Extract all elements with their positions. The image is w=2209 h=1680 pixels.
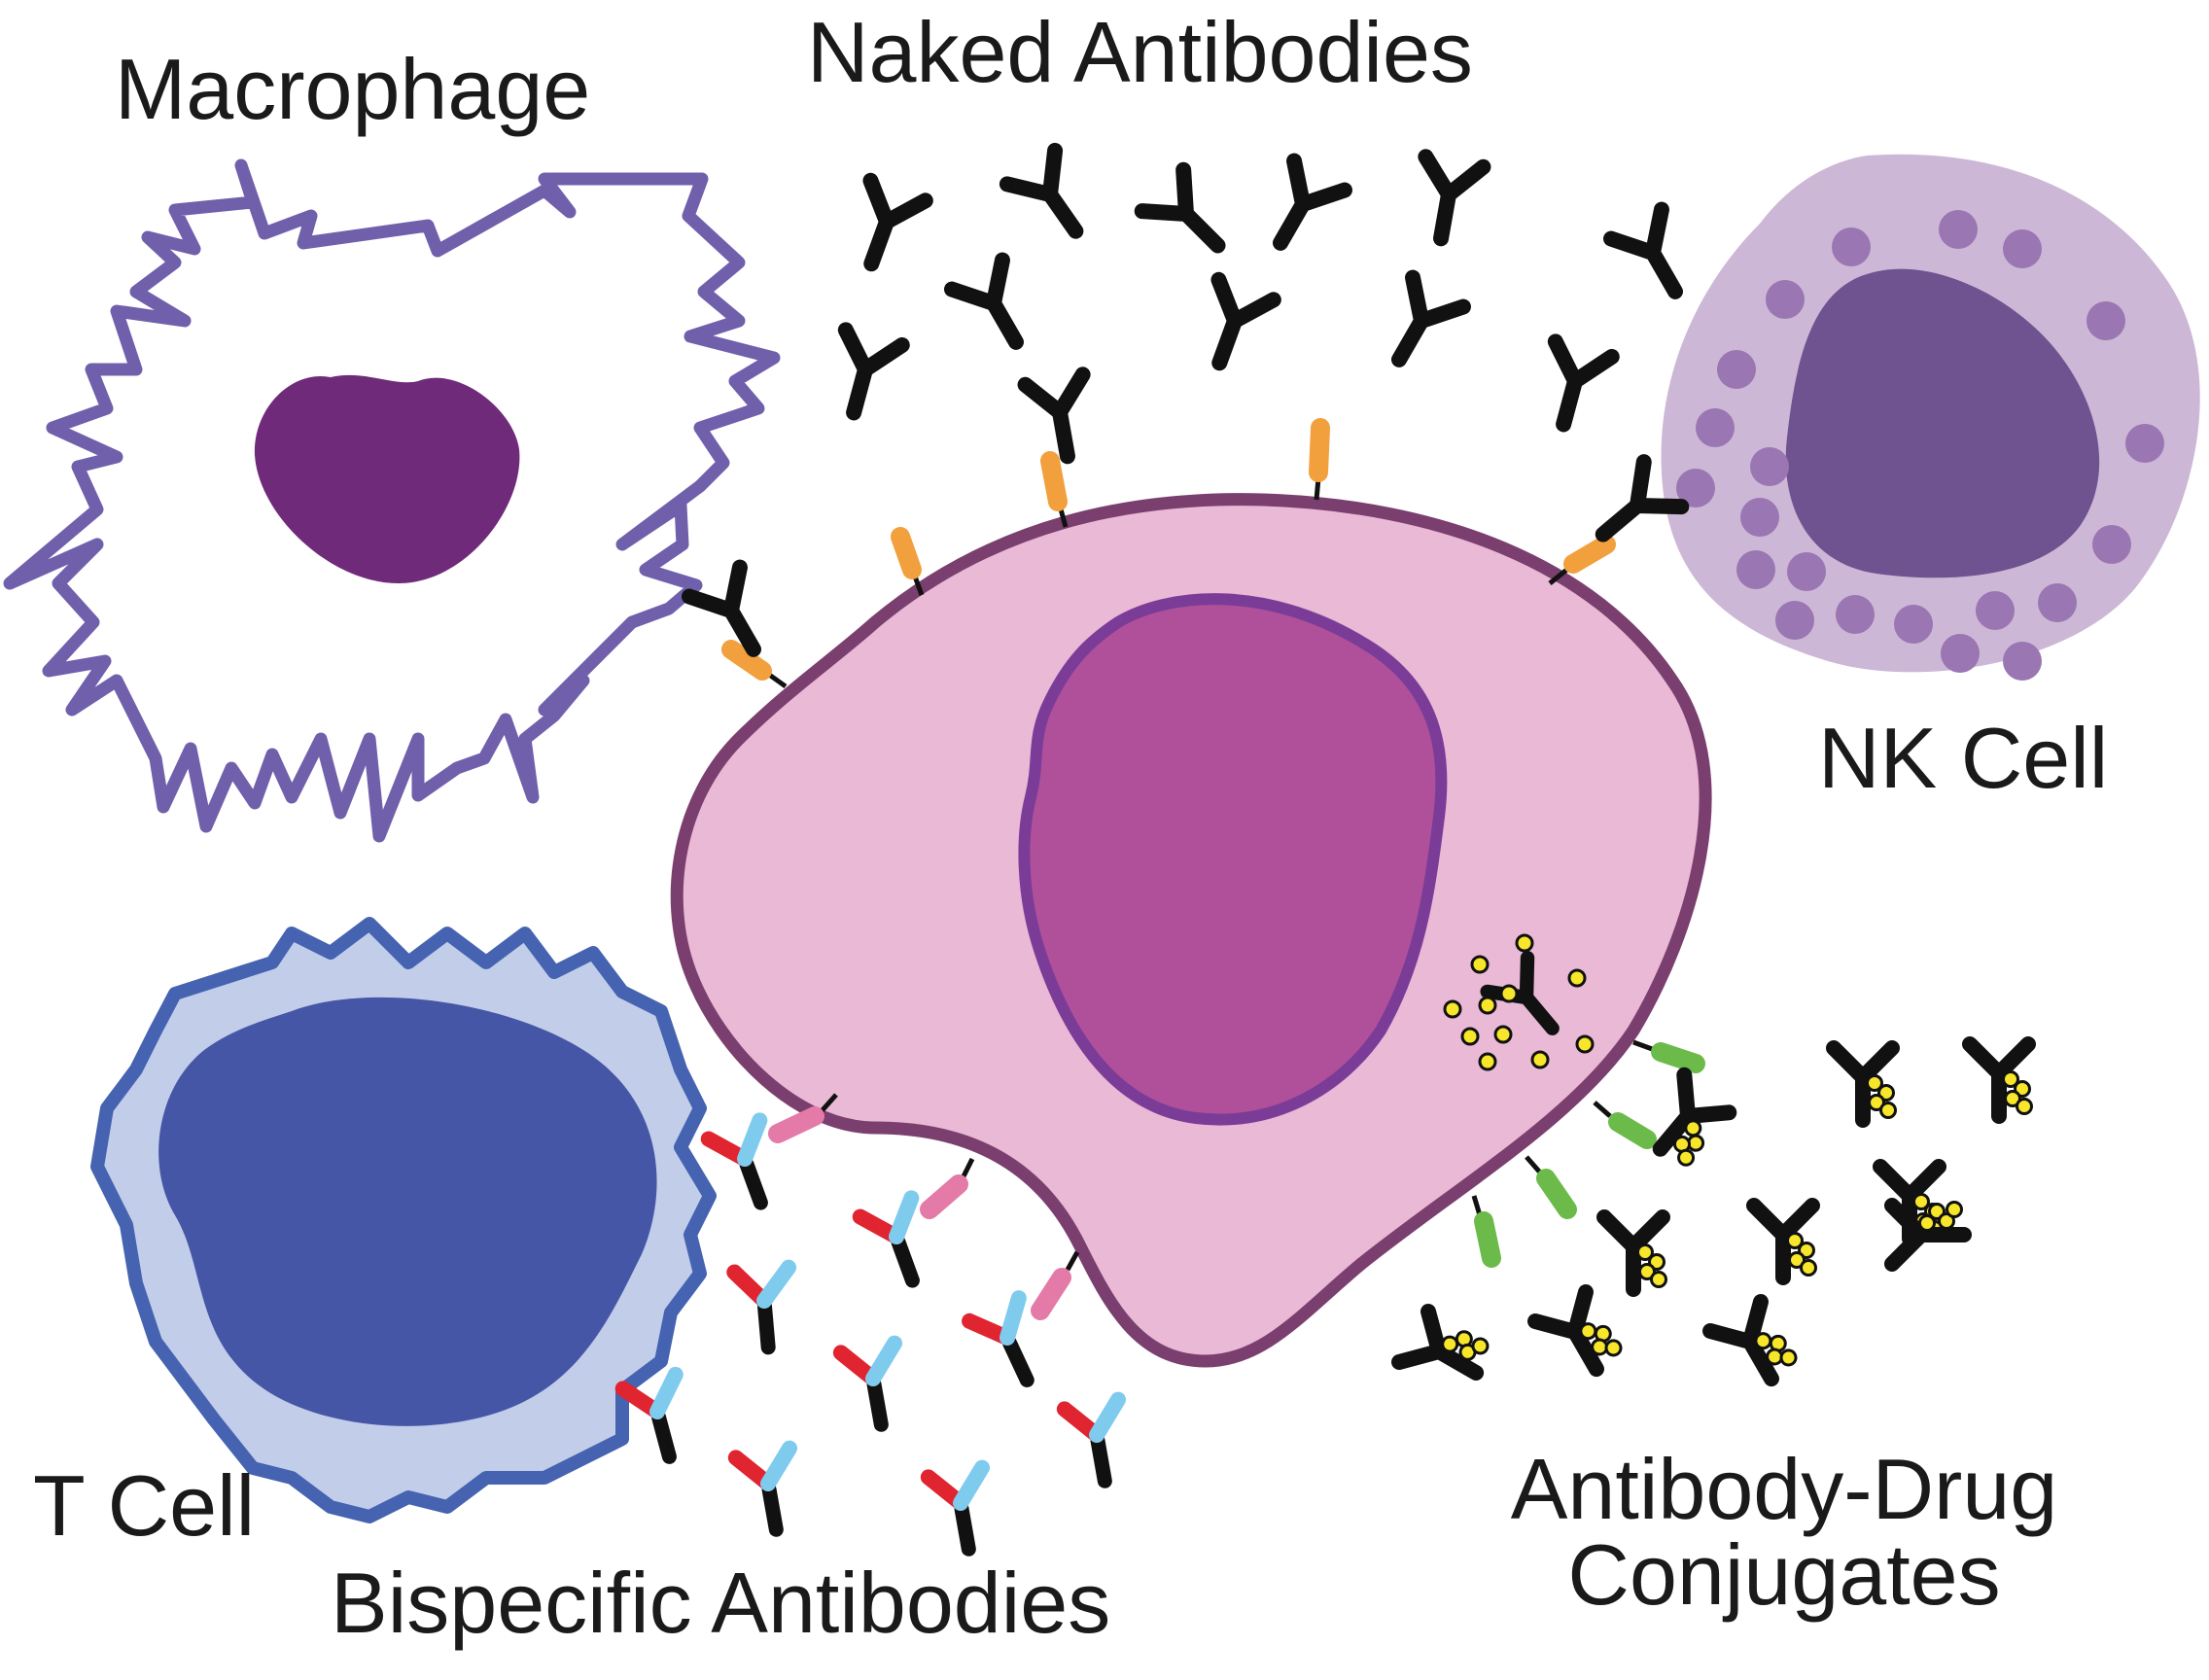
t-cell [90,917,717,1523]
bispecific-antibody-free [736,1449,803,1535]
adc-free [1604,1217,1666,1289]
free-naked-antibodies [825,151,1701,432]
bispecific-antibody-free [623,1375,696,1464]
antigen-green [1632,1039,1705,1073]
nk-granules [1676,210,2164,681]
free-bispecific-antibodies [623,1268,1132,1554]
antibody-free [1412,157,1483,243]
antigen-green [1471,1195,1501,1268]
antibody-free [1374,278,1463,374]
antibody-bound [1026,374,1097,461]
adc-free [1754,1206,1816,1278]
antibody-free [1142,170,1239,266]
macrophage-cell [3,158,781,843]
pink-antigens [768,1093,1080,1320]
antigen-orange [1548,535,1616,585]
tumor-nucleus [1018,593,1448,1126]
adc-free [1710,1300,1800,1393]
bispecific-antibody-free [929,1468,996,1555]
antigen-orange [1309,418,1330,501]
antigen-green [1593,1101,1657,1149]
adc-free [1399,1309,1492,1398]
nk-nucleus [1785,268,2100,578]
antibody-free [1255,161,1345,258]
adc-free [1970,1044,2032,1116]
adc-free [1834,1048,1896,1120]
naked-antibodies-label: Naked Antibodies [807,4,1473,100]
adc-label: Antibody-Drug Conjugates [1463,1447,2105,1618]
antibody-free [1007,151,1100,248]
antibody-free [952,261,1041,357]
antigen-orange [721,640,788,689]
nk-cell [1661,154,2200,681]
antibody-free [1535,341,1612,432]
tumor-cell [670,493,1712,1368]
adc-label-line1: Antibody-Drug [1510,1441,2058,1537]
macrophage-label: Macrophage [115,41,591,137]
antigen-green [1525,1155,1577,1219]
orange-antigens [721,418,1616,689]
t-cell-label: T Cell [33,1457,256,1554]
adc-label-line2: Conjugates [1567,1526,2001,1623]
bispecific-antibody-free [734,1268,795,1350]
adc-free [1535,1290,1625,1383]
antibody-free [825,330,902,420]
nk-cell-label: NK Cell [1818,710,2109,806]
bispecific-antibody-free [841,1344,908,1430]
green-antigens [1471,1039,1705,1268]
antibody-free [844,181,926,274]
internalized-adc [1443,933,1595,1071]
bispecific-antibodies-label: Bispecific Antibodies [331,1555,1111,1651]
adc-bound [1638,1075,1732,1171]
bispecific-antibody-free [1065,1400,1132,1487]
antibody-free [1611,210,1701,306]
antigen-pink [1031,1250,1080,1320]
t-cell-nucleus [158,997,657,1426]
antigen-pink [920,1157,975,1219]
antibody-free [1192,280,1274,373]
antigen-pink [768,1093,838,1143]
antigen-orange [1040,451,1069,528]
macrophage-nucleus [254,374,520,583]
antigen-orange [891,527,925,596]
